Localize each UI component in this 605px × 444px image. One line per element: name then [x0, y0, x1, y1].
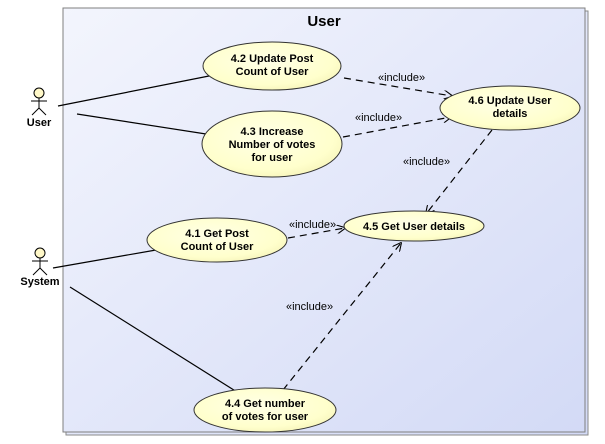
use-case-4-5[interactable]: 4.5 Get User details: [343, 210, 485, 242]
actor-user[interactable]: User: [27, 87, 52, 129]
include-label: «include»: [355, 112, 402, 124]
include-labels: «include» «include» «include» «include» …: [286, 72, 450, 313]
use-case-label: 4.3 Increase: [241, 126, 304, 138]
association-system-uc41[interactable]: [52, 249, 157, 269]
use-case-4-1[interactable]: 4.1 Get Post Count of User: [146, 217, 288, 263]
use-case-label: 4.6 Update User: [468, 95, 552, 107]
use-case-label: 4.1 Get Post: [185, 228, 249, 240]
use-case-label: Number of votes: [229, 139, 316, 151]
include-label: «include»: [403, 156, 450, 168]
actor-label: User: [27, 117, 52, 129]
use-case-4-3[interactable]: 4.3 Increase Number of votes for user: [201, 110, 343, 178]
actor-system[interactable]: System: [20, 247, 60, 288]
use-case-label: 4.4 Get number: [225, 398, 306, 410]
actor-label: System: [20, 276, 59, 288]
include-uc43-uc46[interactable]: [342, 117, 451, 138]
include-dependencies: [282, 77, 493, 391]
include-label: «include»: [286, 301, 333, 313]
use-case-4-6[interactable]: 4.6 Update User details: [439, 85, 581, 131]
use-case-label: for user: [252, 152, 294, 164]
associations: [52, 74, 238, 393]
use-case-label: Count of User: [236, 66, 309, 78]
include-uc41-uc45[interactable]: [287, 228, 345, 239]
use-case-label: Count of User: [181, 241, 254, 253]
use-case-label: 4.2 Update Post: [231, 53, 314, 65]
include-uc46-uc45[interactable]: [426, 129, 493, 214]
association-system-uc44[interactable]: [69, 286, 238, 393]
association-user-uc42[interactable]: [57, 74, 215, 107]
include-uc44-uc45[interactable]: [282, 243, 401, 391]
association-user-uc43[interactable]: [76, 113, 207, 135]
use-case-label: of votes for user: [222, 411, 309, 423]
use-case-label: 4.5 Get User details: [363, 221, 465, 233]
use-case-4-4[interactable]: 4.4 Get number of votes for user: [193, 387, 337, 433]
stick-figure-icon: [32, 247, 48, 276]
include-label: «include»: [378, 72, 425, 84]
boundary-title: User: [307, 13, 341, 30]
stick-figure-icon: [31, 87, 47, 116]
use-case-label: details: [493, 108, 528, 120]
include-label: «include»: [289, 219, 336, 231]
use-case-4-2[interactable]: 4.2 Update Post Count of User: [202, 41, 342, 91]
system-boundary[interactable]: User: [62, 7, 589, 436]
include-uc42-uc46[interactable]: [343, 77, 452, 96]
